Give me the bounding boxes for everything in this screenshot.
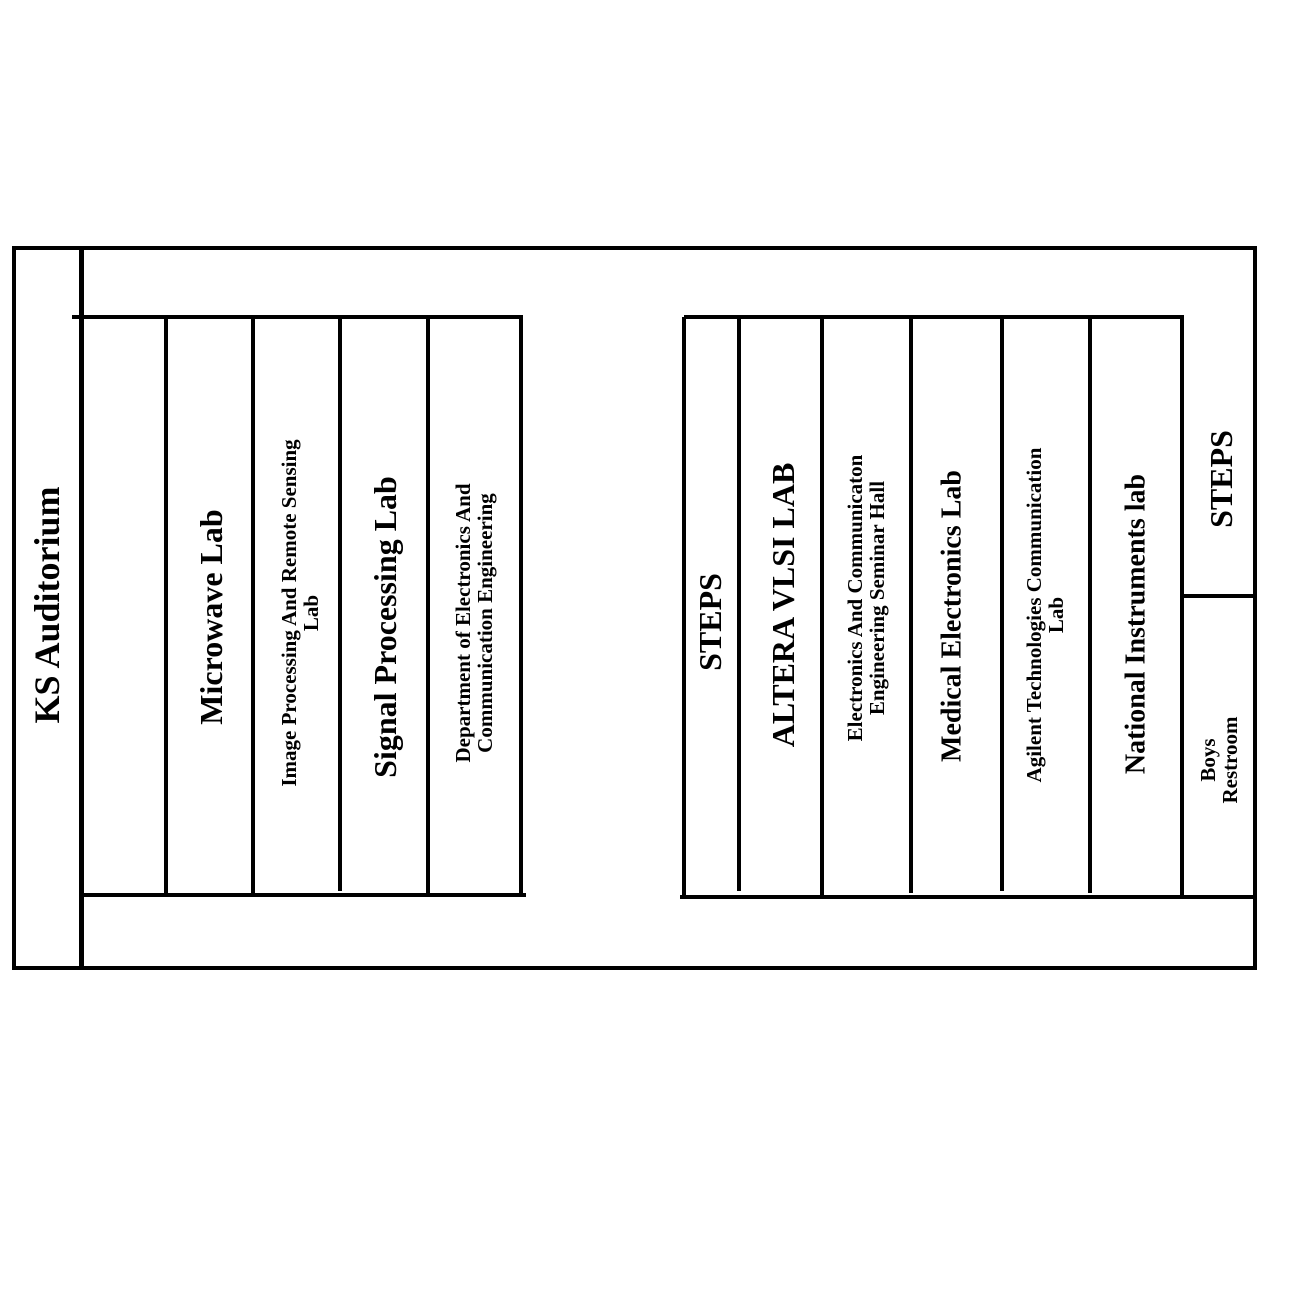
boys-restroom-label: Boys Restroom — [1195, 716, 1242, 804]
outer-wall-left — [12, 246, 16, 970]
ece-department-label: Department of Electronics And Communicat… — [450, 483, 497, 763]
right-room-divider-2 — [820, 317, 824, 895]
medical-electronics-lab-label: Medical Electronics Lab — [936, 470, 968, 762]
agilent-communication-lab-label: Agilent Technologies Communication Lab — [1021, 447, 1068, 783]
ece-seminar-hall-label: Electronics And Communicaton Engineering… — [842, 454, 889, 742]
right-room-divider-4 — [1000, 317, 1004, 891]
corridor-line-top-left — [72, 315, 522, 319]
right-room-divider-5 — [1088, 317, 1092, 893]
outer-wall-top — [12, 246, 1257, 250]
altera-vlsi-lab-label: ALTERA VLSI LAB — [765, 462, 802, 748]
left-room-divider-1 — [164, 317, 168, 895]
image-processing-lab-label: Image Processing And Remote Sensing Lab — [276, 439, 323, 787]
corridor-line-top-right — [684, 315, 1184, 319]
auditorium-wall — [79, 246, 84, 970]
right-room-divider-1 — [737, 317, 741, 891]
steps-label-left: STEPS — [692, 573, 729, 671]
right-room-divider-3 — [909, 317, 913, 893]
left-wing-end-wall — [519, 315, 523, 893]
microwave-lab-label: Microwave Lab — [193, 509, 230, 725]
auditorium-label: KS Auditorium — [27, 486, 68, 724]
corridor-line-bottom-left — [84, 893, 526, 897]
right-wing-start-wall — [682, 317, 686, 895]
signal-processing-lab-label: Signal Processing Lab — [367, 476, 404, 778]
left-room-divider-3 — [338, 317, 342, 891]
left-room-divider-4 — [426, 317, 430, 893]
steps-label-right: STEPS — [1203, 430, 1240, 528]
right-room-divider-6 — [1180, 317, 1184, 895]
national-instruments-lab-label: National Instruments lab — [1120, 473, 1152, 775]
corridor-line-bottom-right — [680, 895, 1257, 899]
left-room-divider-2 — [251, 317, 255, 895]
outer-wall-bottom — [12, 966, 1257, 970]
outer-wall-right — [1253, 250, 1257, 970]
stairs-restroom-divider — [1182, 594, 1257, 598]
